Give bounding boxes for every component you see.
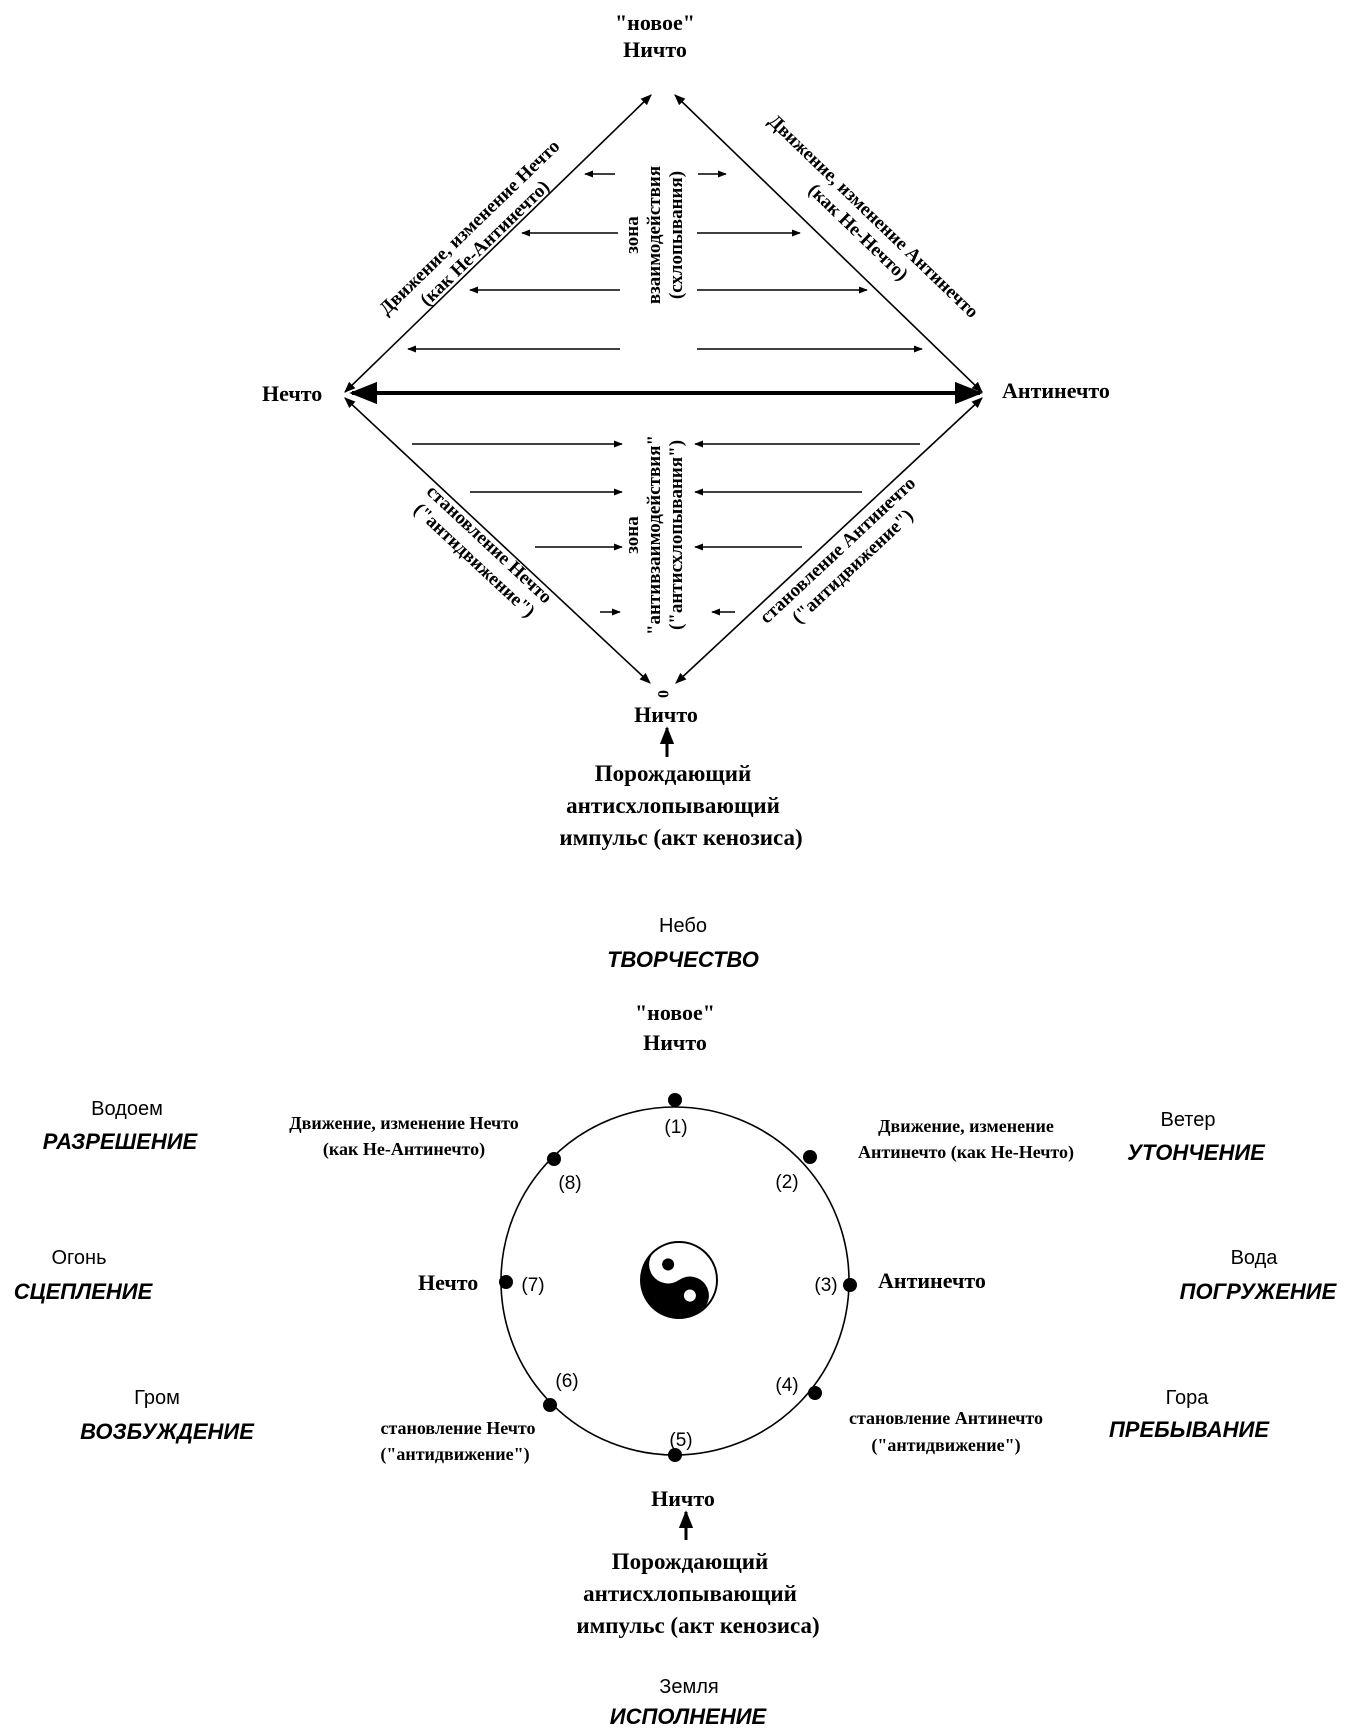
point-number-3: (3): [814, 1275, 837, 1296]
element-water-label: Вода: [1231, 1247, 1279, 1269]
circle-impulse-line1: Порождающий: [612, 1549, 768, 1574]
point-4-label-line1: становление Антинечто: [849, 1408, 1043, 1428]
upper-zone-arrows: [407, 170, 923, 353]
element-thunder-label: Гром: [134, 1387, 180, 1409]
point-8-label-line1: Движение, изменение Нечто: [289, 1113, 519, 1133]
upper-zone-label-line1: зона: [622, 216, 643, 254]
edge-bottom-right: [675, 397, 983, 684]
cycle-point-6: [543, 1398, 557, 1412]
diamond-bottom-label: Ничто: [634, 702, 698, 727]
lower-zone-label-line3: ("антисхлопывания"): [666, 440, 687, 630]
point-number-6: (6): [555, 1371, 578, 1392]
cycle-point-5: [668, 1448, 682, 1462]
element-fire-quality: СЦЕПЛЕНИЕ: [14, 1279, 154, 1304]
heaven-quality: ТВОРЧЕСТВО: [607, 947, 759, 972]
circle-top-label-new: "новое": [635, 1000, 715, 1025]
lower-zone-arrows: [412, 440, 920, 616]
diamond-diagram: "новое" Ничто Нечто Антинечто: [262, 10, 1110, 850]
point-6-label-line1: становление Нечто: [380, 1418, 535, 1438]
cycle-point-2: [803, 1150, 817, 1164]
edge-top-left-line1: Движение, изменение Нечто: [375, 136, 564, 319]
point-number-1: (1): [664, 1117, 687, 1138]
diamond-zero-label: 0: [654, 690, 671, 698]
diamond-top-label-nothing: Ничто: [623, 37, 687, 62]
edge-top-right: [674, 94, 983, 393]
element-lake-quality: РАЗРЕШЕНИЕ: [43, 1129, 199, 1154]
point-2-label-line1: Движение, изменение: [878, 1116, 1054, 1136]
point-number-5: (5): [669, 1430, 692, 1451]
element-lake-label: Водоем: [91, 1098, 163, 1120]
diamond-impulse-line1: Порождающий: [595, 761, 751, 786]
element-wind-label: Ветер: [1161, 1109, 1216, 1131]
point-number-8: (8): [558, 1173, 581, 1194]
element-water-quality: ПОГРУЖЕНИЕ: [1180, 1279, 1338, 1304]
yin-yang-icon: [640, 1241, 718, 1319]
cycle-point-8: [547, 1152, 561, 1166]
diamond-impulse-line2: антисхлопывающий: [566, 793, 780, 818]
circle-diagram: Небо ТВОРЧЕСТВО "новое" Ничто (1) (2) (3…: [14, 915, 1338, 1729]
earth-quality: ИСПОЛНЕНИЕ: [610, 1704, 768, 1729]
lower-zone-label: зона "антивзаимодействия" ("антисхлопыва…: [622, 435, 687, 635]
point-number-4: (4): [775, 1375, 798, 1396]
lower-zone-label-line2: "антивзаимодействия": [644, 435, 665, 635]
upper-zone-label-line3: (схлопывания): [666, 171, 687, 299]
cycle-point-3: [843, 1278, 857, 1292]
point-4-label-line2: ("антидвижение"): [871, 1435, 1020, 1456]
element-mountain-quality: ПРЕБЫВАНИЕ: [1109, 1417, 1270, 1442]
element-wind-quality: УТОНЧЕНИЕ: [1127, 1140, 1266, 1165]
point-8-label-line2: (как Не-Антинечто): [323, 1139, 485, 1160]
element-fire-label: Огонь: [52, 1247, 107, 1269]
edge-top-right-line1: Движение, изменение Антинечто: [764, 111, 982, 323]
edge-top-right-label: Движение, изменение Антинечто (как Не-Не…: [764, 111, 982, 323]
diamond-left-label: Нечто: [262, 381, 322, 406]
cycle-point-7: [499, 1275, 513, 1289]
circle-impulse-line2: антисхлопывающий: [583, 1581, 797, 1606]
edge-top-left: [344, 94, 652, 393]
point-6-label-line2: ("антидвижение"): [380, 1444, 529, 1465]
earth-label: Земля: [659, 1676, 718, 1698]
edge-top-left-label: Движение, изменение Нечто (как Не-Антине…: [375, 136, 564, 319]
element-mountain-label: Гора: [1166, 1387, 1210, 1409]
point-number-2: (2): [775, 1172, 798, 1193]
circle-impulse-line3: импульс (акт кенозиса): [576, 1613, 819, 1638]
edge-bottom-left: [344, 397, 651, 684]
element-thunder-quality: ВОЗБУЖДЕНИЕ: [80, 1419, 255, 1444]
upper-zone-label: зона взаимодействия (схлопывания): [622, 166, 687, 304]
diamond-impulse-line3: импульс (акт кенозиса): [559, 825, 802, 850]
circle-bottom-label: Ничто: [651, 1486, 715, 1511]
edge-bottom-right-line1: становление Антинечто: [756, 473, 920, 628]
circle-top-label-nothing: Ничто: [643, 1030, 707, 1055]
point-7-label: Нечто: [418, 1270, 478, 1295]
point-2-label-line2: Антинечто (как Не-Нечто): [858, 1142, 1074, 1163]
cycle-point-4: [808, 1386, 822, 1400]
cycle-point-1: [668, 1093, 682, 1107]
heaven-label: Небо: [659, 915, 707, 937]
diamond-top-label-new: "новое": [615, 10, 695, 35]
edge-bottom-left-label: становление Нечто ("антидвижение"): [409, 481, 556, 622]
edge-bottom-right-label: становление Антинечто ("антидвижение"): [756, 473, 920, 628]
lower-zone-label-line1: зона: [622, 516, 643, 554]
point-3-label: Антинечто: [878, 1268, 986, 1293]
point-number-7: (7): [521, 1275, 544, 1296]
diamond-right-label: Антинечто: [1002, 378, 1110, 403]
upper-zone-label-line2: взаимодействия: [644, 166, 665, 304]
